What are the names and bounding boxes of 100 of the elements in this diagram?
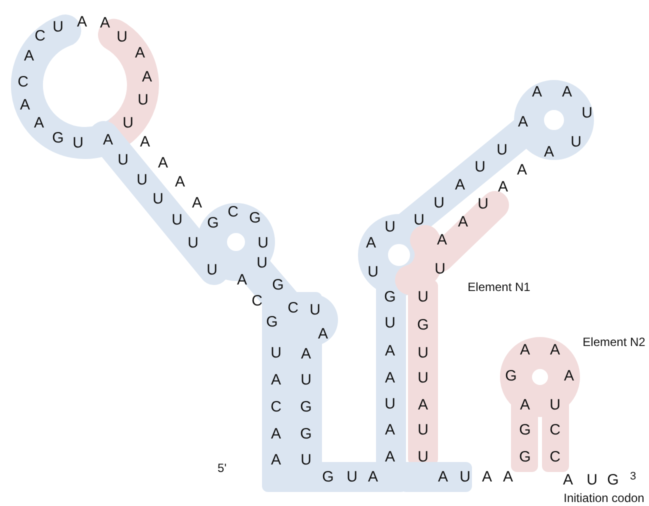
nucleotide-letter: A (20, 98, 30, 112)
nucleotide-letter: G (272, 278, 284, 292)
nucleotide-letter: C (550, 422, 560, 438)
nucleotide-letter: A (562, 84, 572, 100)
nucleotide-letter: G (519, 422, 531, 438)
nucleotide-letter: A (564, 368, 574, 384)
nucleotide-letter: U (384, 316, 396, 330)
nucleotide-letter: U (582, 106, 592, 120)
nucleotide-letter: U (418, 346, 428, 360)
nucleotide-letter: G (300, 400, 312, 414)
nucleotide-letter: U (300, 372, 312, 388)
nucleotide-letter: U (418, 290, 428, 304)
element-label: Element N1 (468, 281, 530, 293)
nucleotide-letter: U (300, 452, 312, 468)
nucleotide-letter: U (152, 192, 164, 206)
nucleotide-letter: A (158, 156, 168, 170)
nucleotide-letter: G (52, 130, 64, 146)
nucleotide-letter: A (271, 372, 281, 388)
nucleotide-letter: A (318, 326, 328, 342)
nucleotide-letter: C (288, 300, 298, 316)
nucleotide-letter: U (188, 236, 198, 250)
nucleotide-letter: A (368, 470, 378, 484)
nucleotide-letter: G (207, 216, 219, 230)
nucleotide-letter: A (418, 398, 428, 412)
nucleotide-letter: U (368, 264, 378, 280)
nucleotide-letter: A (482, 470, 492, 484)
nucleotide-letter: A (301, 346, 311, 362)
nucleotide-letter: A (498, 180, 508, 194)
nucleotide-letter: A (544, 144, 554, 160)
nucleotide-letter: U (478, 196, 488, 212)
nucleotide-letter: G (266, 314, 278, 330)
nucleotide-letter: U (118, 152, 128, 168)
nucleotide-letter: U (474, 160, 486, 174)
nucleotide-letter: U (460, 470, 470, 484)
nucleotide-letter: G (505, 368, 517, 384)
nucleotide-letter: G (607, 472, 619, 488)
nucleotide-letter: A (100, 16, 110, 30)
nucleotide-letter: A (135, 46, 145, 60)
end-label: 5' (218, 462, 226, 474)
nucleotide-letter: A (142, 70, 152, 84)
nucleotide-letter: U (570, 134, 582, 150)
nucleotide-letter: G (300, 426, 312, 442)
element-label: Element N2 (582, 336, 646, 348)
nucleotide-letter: U (414, 212, 424, 228)
nucleotide-letter: G (249, 210, 261, 226)
nucleotide-letter: U (384, 396, 396, 412)
nucleotide-letter: U (586, 472, 598, 488)
nucleotide-letter: G (322, 470, 334, 484)
nucleotide-letter: U (206, 262, 218, 278)
nucleotide-letter: U (258, 236, 268, 250)
nucleotide-letter: C (550, 450, 560, 464)
nucleotide-letter: U (346, 470, 358, 484)
nucleotide-letter: A (550, 342, 560, 358)
nucleotide-letter: A (455, 178, 465, 192)
nucleotide-letter: A (140, 134, 150, 150)
nucleotide-letter: A (237, 272, 247, 288)
nucleotide-letter: A (385, 422, 395, 438)
nucleotide-letter: A (438, 470, 448, 484)
nucleotide-letter: G (519, 450, 531, 464)
nucleotide-letter: U (418, 422, 428, 438)
nucleotide-letter: A (520, 342, 530, 358)
nucleotide-letter: U (52, 20, 64, 34)
nucleotide-letter: A (366, 236, 376, 250)
nucleotide-letter: C (34, 28, 46, 44)
nucleotide-letter: U (418, 450, 428, 464)
nucleotide-letter: C (228, 204, 238, 220)
nucleotide-letter: A (563, 472, 573, 488)
nucleotide-letter: A (175, 174, 185, 190)
nucleotide-letter: U (256, 256, 268, 270)
nucleotide-letter: U (434, 196, 444, 210)
nucleotide-letter: A (103, 132, 113, 148)
nucleotide-letter: G (384, 290, 396, 304)
nucleotide-letter: U (550, 398, 560, 412)
nucleotide-letter: A (518, 114, 528, 130)
end-label: 3 (630, 472, 636, 482)
nucleotide-letter: U (434, 262, 446, 276)
nucleotide-letter: U (310, 302, 320, 318)
nucleotide-letter: A (503, 470, 513, 484)
nucleotide-letter: A (532, 84, 542, 100)
nucleotide-letter: A (385, 344, 395, 358)
nucleotide-letter: A (520, 398, 530, 412)
nucleotide-letter: A (271, 426, 281, 442)
nucleotide-letter: A (34, 116, 44, 130)
nucleotide-letter: C (252, 294, 262, 308)
nucleotide-letter: A (437, 232, 447, 248)
nucleotide-letter: A (517, 162, 527, 178)
nucleotide-letter: G (417, 318, 429, 332)
nucleotide-letter: U (122, 116, 134, 130)
nucleotide-letter: C (18, 74, 28, 90)
codon-label: Initiation codon (564, 492, 644, 504)
nucleotide-letter: A (77, 14, 87, 30)
nucleotide-letter: U (116, 30, 128, 44)
nucleotide-letter: U (72, 136, 84, 150)
nucleotide-letter: A (271, 452, 281, 468)
nucleotide-letter: A (458, 214, 468, 230)
nucleotide-letter: U (172, 212, 182, 228)
nucleotide-letter: A (192, 196, 202, 210)
nucleotide-letter: U (418, 370, 428, 386)
nucleotide-letter: U (136, 172, 148, 188)
nucleotide-letter: A (385, 450, 395, 464)
